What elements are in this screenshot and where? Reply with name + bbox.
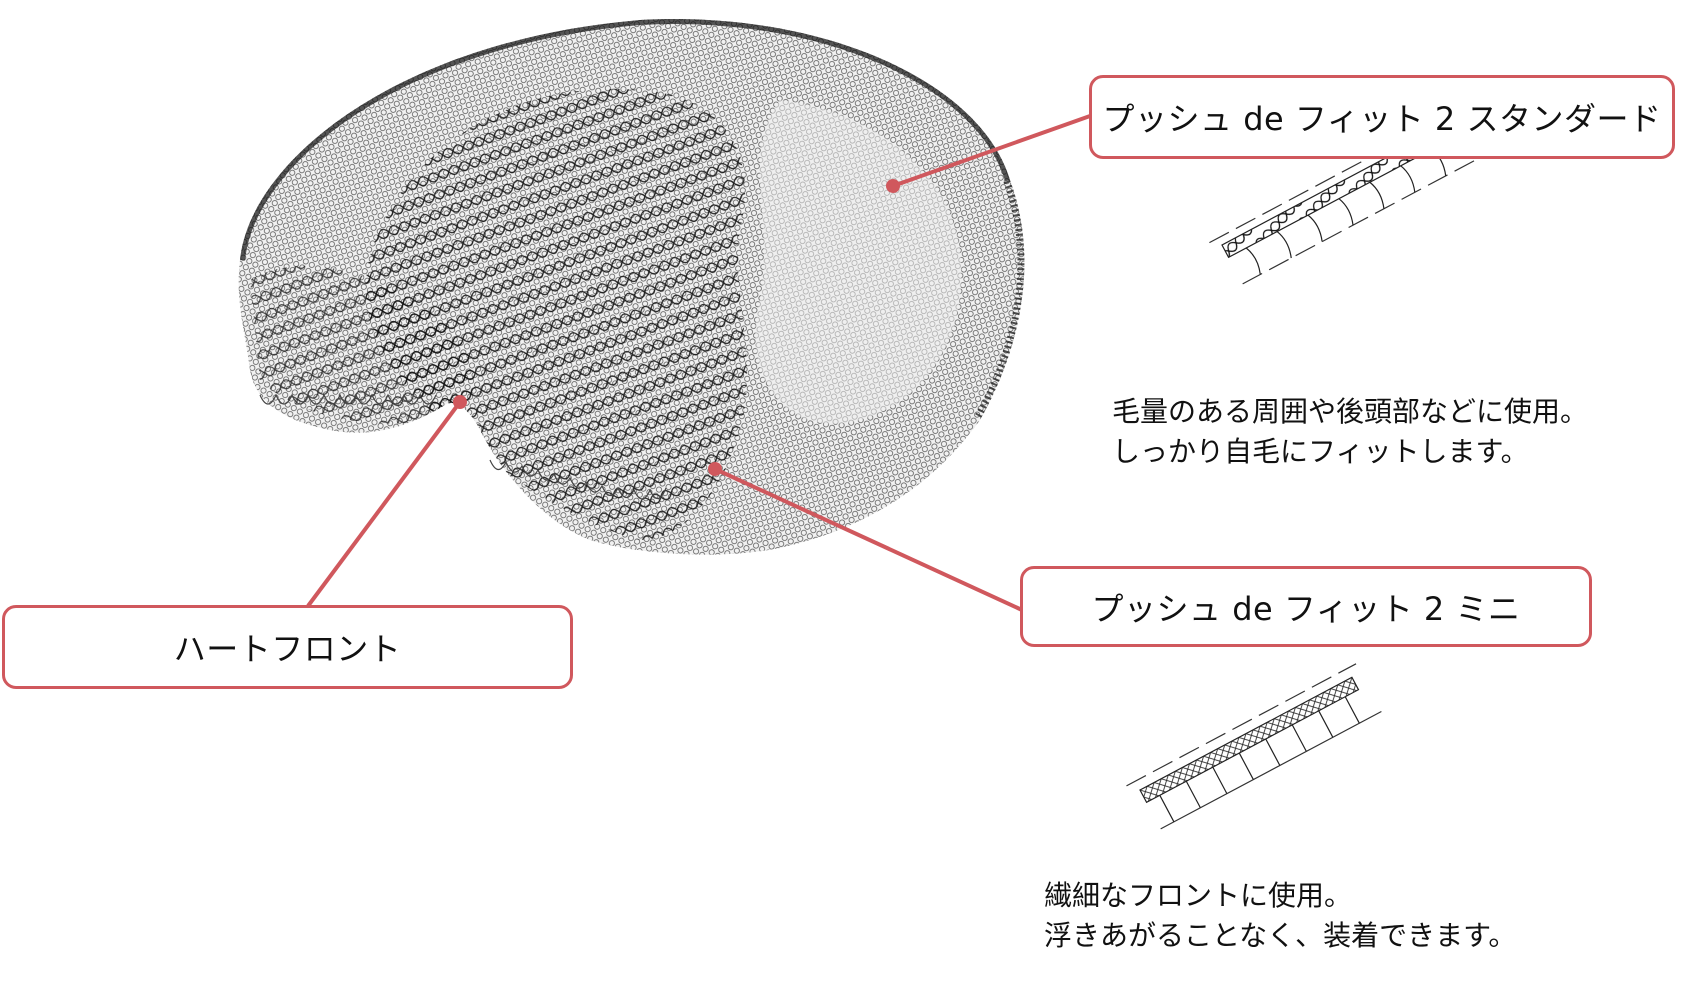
callout-heart-front: ハートフロント	[2, 605, 573, 689]
callout-standard: プッシュ de フィット 2 スタンダード	[1089, 75, 1675, 159]
description-standard: 毛量のある周囲や後頭部などに使用。 しっかり自毛にフィットします。	[1112, 392, 1588, 472]
callout-heart-front-label: ハートフロント	[173, 630, 402, 668]
description-mini-line2: 浮きあがることなく、装着できます。	[1044, 919, 1517, 952]
leader-line-mini	[708, 462, 1023, 612]
callout-mini-label: プッシュ de フィット 2 ミニ	[1091, 589, 1521, 628]
description-mini-line1: 繊細なフロントに使用。	[1044, 879, 1353, 912]
leader-line-heart-front	[306, 395, 467, 608]
hairpiece-mesh-image	[238, 19, 1025, 555]
description-standard-line1: 毛量のある周囲や後頭部などに使用。	[1112, 395, 1589, 428]
description-standard-line2: しっかり自毛にフィットします。	[1112, 435, 1529, 468]
leader-line-standard	[886, 114, 1091, 193]
description-mini: 繊細なフロントに使用。 浮きあがることなく、装着できます。	[1044, 876, 1516, 956]
callout-standard-label: プッシュ de フィット 2 スタンダード	[1102, 100, 1662, 138]
callout-mini: プッシュ de フィット 2 ミニ	[1020, 566, 1592, 647]
mini-mesh-strip-illustration	[1126, 663, 1382, 830]
